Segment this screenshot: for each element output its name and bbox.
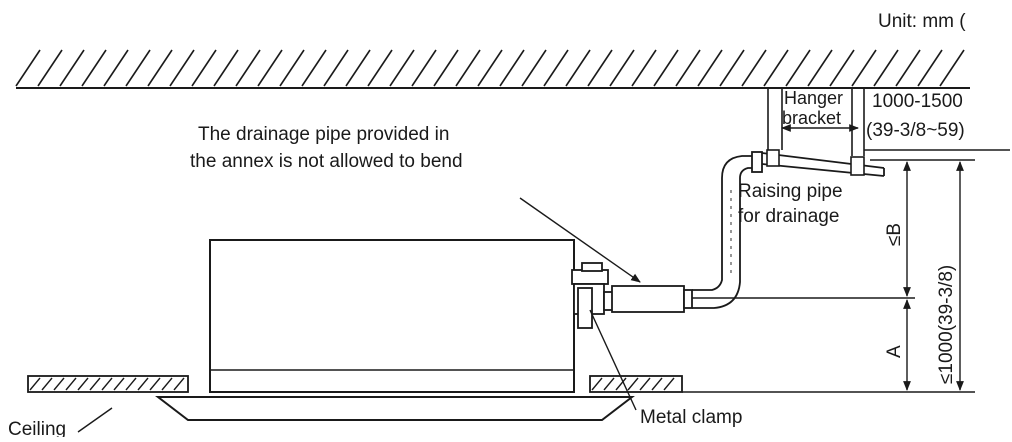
dim-total-label: ≤1000(39-3/8) (936, 265, 957, 384)
drainage-pipe (611, 285, 693, 313)
hatch-line (411, 49, 437, 87)
hatch-line (807, 49, 833, 87)
hanger-label-line2: bracket (782, 108, 841, 128)
dim-b-label: ≤B (884, 223, 905, 246)
hatch-line (101, 377, 113, 391)
hanger-bracket-right (850, 88, 865, 176)
hatch-line (65, 377, 77, 391)
hatch-line (37, 49, 63, 87)
hanger-label-line1: Hanger (784, 88, 843, 108)
hatch-line (137, 377, 149, 391)
hatch-line (917, 49, 943, 87)
drain-outlet-assembly (571, 262, 615, 329)
hatch-line (301, 49, 327, 87)
hatch-line (627, 377, 639, 391)
hatch-line (763, 49, 789, 87)
hatch-line (29, 377, 41, 391)
leader-lines (77, 197, 641, 433)
hatch-line (477, 49, 503, 87)
dim-a-label: A (884, 345, 905, 358)
hatch-line (631, 49, 657, 87)
hatch-line (149, 377, 161, 391)
hatch-line (389, 49, 415, 87)
metal-clamp-label: Metal clamp (640, 407, 742, 428)
hatch-line (615, 377, 627, 391)
hatch-line (15, 49, 41, 87)
spacing-label-line2: (39-3/8~59) (866, 120, 965, 141)
hatch-line (125, 377, 137, 391)
drain-note-line2: the annex is not allowed to bend (190, 151, 463, 172)
hatch-line (499, 49, 525, 87)
hatch-line (235, 49, 261, 87)
hatch-line (651, 377, 663, 391)
hatch-line (565, 49, 591, 87)
hatch-line (603, 377, 615, 391)
hatch-line (345, 49, 371, 87)
ceiling-label: Ceiling (8, 419, 66, 437)
raising-label-line1: Raising pipe (738, 181, 843, 202)
ceiling-left-panel (27, 375, 189, 393)
hatch-line (147, 49, 173, 87)
hatch-line (895, 49, 921, 87)
hatch-line (543, 49, 569, 87)
face-panel (155, 396, 635, 421)
hatch-line (323, 49, 349, 87)
top-pipe-run (761, 152, 885, 177)
hatch-line (851, 49, 877, 87)
hatch-line (697, 49, 723, 87)
hatch-line (663, 377, 675, 391)
hatch-line (433, 49, 459, 87)
hatch-line (587, 49, 613, 87)
hatch-line (125, 49, 151, 87)
hatch-line (653, 49, 679, 87)
hatch-line (59, 49, 85, 87)
hatch-line (257, 49, 283, 87)
hanger-bracket-left (766, 88, 783, 167)
ceiling-right-panel (589, 375, 683, 393)
drain-note-line1: The drainage pipe provided in (198, 124, 449, 145)
hatch-line (741, 49, 767, 87)
hatch-line (639, 377, 651, 391)
hatch-line (829, 49, 855, 87)
hatch-line (367, 49, 393, 87)
hatch-line (173, 377, 185, 391)
hatch-line (521, 49, 547, 87)
hatch-line (455, 49, 481, 87)
hatch-line (939, 49, 965, 87)
hatch-line (213, 49, 239, 87)
vertical-dimensions (903, 161, 964, 391)
spacing-label-line1: 1000-1500 (872, 91, 963, 112)
hatch-line (191, 49, 217, 87)
hatch-line (81, 49, 107, 87)
raising-label-line2: for drainage (738, 206, 839, 227)
hatch-line (89, 377, 101, 391)
top-slab (15, 49, 970, 89)
hatch-line (785, 49, 811, 87)
hatch-line (609, 49, 635, 87)
hatch-line (41, 377, 53, 391)
hatch-line (77, 377, 89, 391)
hatch-line (53, 377, 65, 391)
indoor-unit (209, 239, 575, 393)
hanger-spacing-dimension (781, 124, 1010, 151)
hatch-line (103, 49, 129, 87)
hatch-line (169, 49, 195, 87)
hatch-line (113, 377, 125, 391)
hatch-line (279, 49, 305, 87)
hatch-line (873, 49, 899, 87)
reference-lines (682, 159, 975, 393)
hatch-line (591, 377, 603, 391)
hatch-line (675, 49, 701, 87)
unit-label: Unit: mm ( (878, 11, 966, 32)
raising-pipe (692, 151, 763, 309)
hatch-line (161, 377, 173, 391)
hatch-line (719, 49, 745, 87)
